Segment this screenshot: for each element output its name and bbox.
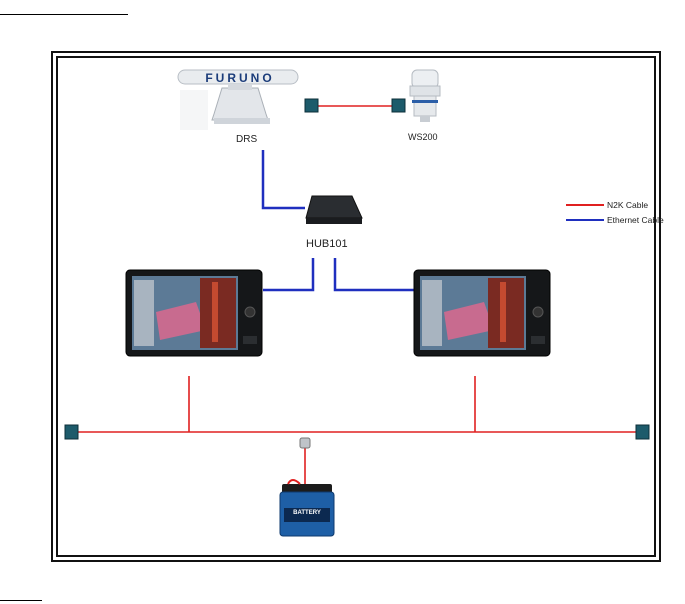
battery-label: BATTERY xyxy=(284,510,330,516)
radar-label: DRS xyxy=(236,134,257,145)
hub-label: HUB101 xyxy=(306,238,348,250)
radar-brand-label: FURUNO xyxy=(195,71,285,85)
ethernet-cable-radar-hub xyxy=(263,150,305,208)
left-display-icon xyxy=(126,270,262,356)
weather-station-icon xyxy=(410,70,440,122)
weather-station-label: WS200 xyxy=(408,132,438,142)
ethernet-cable-hub-right-display xyxy=(335,258,415,290)
battery-icon xyxy=(280,438,334,536)
right-display-icon xyxy=(414,270,550,356)
legend-n2k-label: N2K Cable xyxy=(607,200,648,210)
hub-icon xyxy=(306,196,362,224)
connector-ws xyxy=(392,99,405,112)
terminator-left xyxy=(65,425,78,439)
terminator-right xyxy=(636,425,649,439)
connector-radar xyxy=(305,99,318,112)
ethernet-cable-hub-left-display xyxy=(263,258,313,290)
legend-ethernet-label: Ethernet Cable xyxy=(607,215,664,225)
